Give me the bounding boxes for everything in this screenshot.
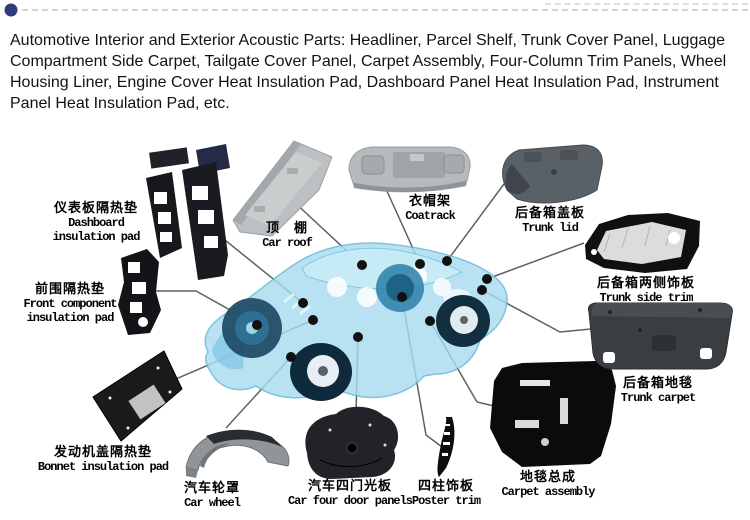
connector-dots: [252, 256, 492, 362]
label-zh: 前围隔热垫: [34, 281, 105, 296]
trunk-carpet-part: [588, 302, 733, 370]
label-zh: 后备箱两侧饰板: [596, 275, 696, 290]
poster-trim-part: [437, 417, 455, 477]
label-en2: insulation pad: [26, 310, 115, 325]
car-illustration: [204, 242, 508, 401]
front-component-insulation-pad-part: [118, 249, 161, 335]
label-en: Coatrack: [405, 208, 456, 223]
label-en: Car wheel: [184, 495, 241, 510]
label-zh: 仪表板隔热垫: [53, 200, 139, 215]
label-zh: 汽车四门光板: [307, 478, 392, 493]
label-en: Car roof: [262, 235, 313, 250]
label-zh: 发动机盖隔热垫: [53, 444, 153, 459]
label-car-four-door-panels: 汽车四门光板 Car four door panels: [287, 478, 413, 508]
label-en: Trunk lid: [522, 220, 579, 235]
label-trunk-carpet: 后备箱地毯 Trunk carpet: [620, 375, 696, 405]
car-roof-part: [232, 140, 333, 237]
label-en: Car four door panels: [287, 493, 413, 508]
carpet-assembly-part: [490, 361, 616, 467]
label-poster-trim: 四柱饰板 Poster trim: [411, 478, 481, 508]
bullet-dot-icon: [4, 3, 18, 17]
label-en: Trunk side trim: [599, 290, 693, 305]
label-en: Trunk carpet: [620, 390, 696, 405]
label-car-roof: 顶 棚 Car roof: [262, 220, 313, 250]
bonnet-insulation-pad-part: [92, 350, 183, 442]
label-carpet-assembly: 地毯总成 Carpet assembly: [501, 469, 595, 499]
label-en: Carpet assembly: [501, 484, 595, 499]
label-coatrack: 衣帽架 Coatrack: [405, 193, 456, 223]
label-en: Front component: [23, 296, 117, 311]
label-en: Poster trim: [411, 493, 481, 508]
label-dashboard-insulation-pad: 仪表板隔热垫 Dashboard insulation pad: [52, 200, 141, 244]
trunk-lid-part: [502, 144, 603, 204]
label-zh: 四柱饰板: [417, 478, 474, 493]
header-description: Automotive Interior and Exterior Acousti…: [10, 32, 727, 112]
dashed-divider-secondary: [545, 3, 748, 5]
label-zh: 地毯总成: [519, 469, 576, 484]
label-zh: 衣帽架: [408, 193, 452, 208]
label-front-component-insulation-pad: 前围隔热垫 Front component insulation pad: [23, 281, 117, 325]
label-zh: 汽车轮罩: [183, 480, 241, 495]
label-car-wheel: 汽车轮罩 Car wheel: [183, 480, 241, 510]
label-en: Dashboard: [68, 215, 125, 230]
coatrack-part: [348, 146, 471, 193]
label-en: Bonnet insulation pad: [37, 459, 169, 474]
label-trunk-lid: 后备箱盖板 Trunk lid: [515, 205, 585, 235]
label-zh: 顶 棚: [265, 220, 309, 235]
label-zh: 后备箱地毯: [622, 375, 694, 390]
dashboard-insulation-pad-part: [146, 144, 230, 280]
label-zh: 后备箱盖板: [514, 205, 586, 220]
dashed-divider: [22, 9, 748, 11]
label-en2: insulation pad: [52, 229, 141, 244]
car-four-door-panels-part: [305, 406, 399, 479]
label-trunk-side-trim: 后备箱两侧饰板 Trunk side trim: [597, 275, 695, 305]
trunk-side-trim-part: [585, 213, 700, 273]
wheel-housing-liner-part: [185, 429, 290, 478]
label-bonnet-insulation-pad: 发动机盖隔热垫 Bonnet insulation pad: [37, 444, 169, 474]
